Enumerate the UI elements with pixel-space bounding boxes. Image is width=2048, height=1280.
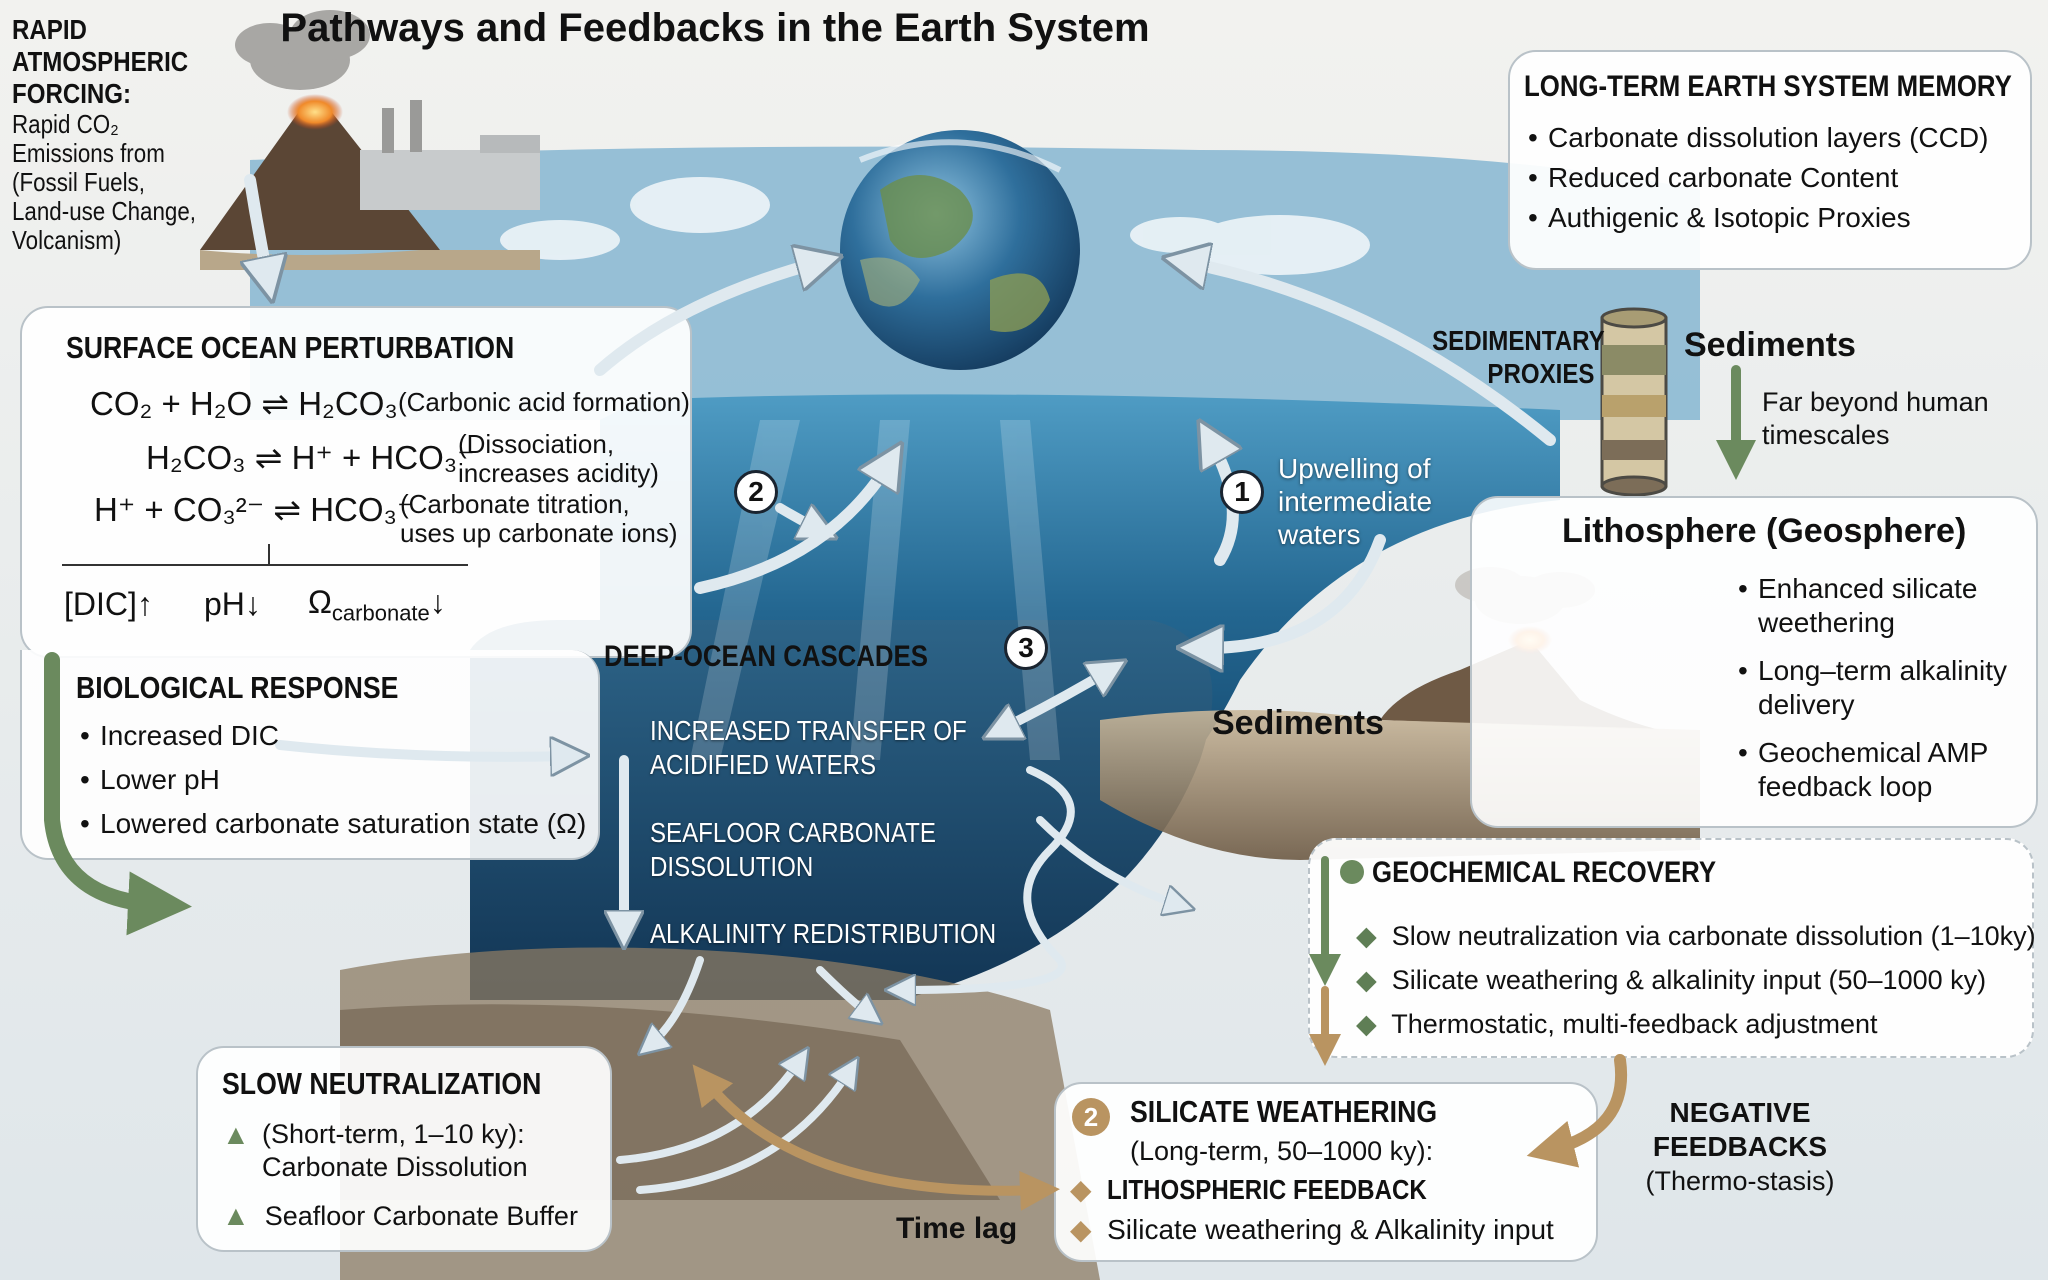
up-arrow-icon: ▲ [222,1119,250,1150]
divider-line [62,564,468,566]
upwelling-line: Upwelling of [1278,453,1431,484]
equation-carbonic-acid: CO₂ + H₂O ⇌ H₂CO₃ [90,385,398,422]
slow-item-1: ▲ (Short-term, 1–10 ky): Carbonate Disso… [222,1118,528,1184]
silicate-list: ◆ LITHOSPHERIC FEEDBACK ◆ Silicate weath… [1070,1170,1554,1250]
marker-2: 2 [734,470,778,514]
slow-neutralization-panel [196,1046,612,1252]
silicate-title: SILICATE WEATHERING [1130,1094,1438,1129]
biological-item: Lower pH [76,758,586,802]
recovery-icon [1340,860,1364,884]
surface-ocean-title: SURFACE OCEAN PERTURBATION [66,330,515,365]
forcing-line-2: Emissions from [12,138,165,168]
silicate-subtitle: (Long-term, 50–1000 ky): [1130,1136,1434,1166]
equation-dissociation: H₂CO₃ ⇌ H⁺ + HCO₃⁻ [146,439,475,476]
surface-ocean-panel [20,306,692,658]
forcing-line-3: (Fossil Fuels, [12,167,145,197]
forcing-heading-3: FORCING: [12,78,132,109]
divider-tick [268,544,270,564]
equation-3-note-line: uses up carbonate ions) [400,518,678,548]
deep-item-transfer: INCREASED TRANSFER OF ACIDIFIED WATERS [650,714,967,782]
biological-response: BIOLOGICAL RESPONSE Increased DIC Lower … [76,670,586,846]
forcing-line-1: Rapid CO₂ [12,109,119,139]
timescale-line: timescales [1762,420,1890,450]
silicate-number-badge: 2 [1072,1098,1110,1136]
biological-item: Lowered carbonate saturation state (Ω) [76,802,586,846]
memory-item: Authigenic & Isotopic Proxies [1524,198,2048,238]
equation-3-note: (Carbonate titration, uses up carbonate … [400,490,678,548]
proxies-line: PROXIES [1486,358,1594,389]
slow-item-line: Carbonate Dissolution [262,1152,528,1182]
sedimentary-proxies-label: SEDIMENTARY PROXIES [1404,324,1605,390]
upwelling-label: Upwelling of intermediate waters [1278,452,1432,551]
equation-1-note: (Carbonic acid formation) [398,387,690,417]
recovery-title: GEOCHEMICAL RECOVERY [1372,856,1717,889]
omega-arrow: ↓ [429,584,446,620]
deep-item-line: DISSOLUTION [650,851,814,882]
time-lag-label: Time lag [896,1212,1018,1245]
memory-title: LONG-TERM EARTH SYSTEM MEMORY [1524,70,2012,103]
memory-content: LONG-TERM EARTH SYSTEM MEMORY Carbonate … [1524,70,2048,238]
negative-title-line: NEGATIVE [1669,1097,1811,1128]
negative-title-line: FEEDBACKS [1652,1131,1828,1162]
page-title-text: Pathways and Feedbacks in the Earth Syst… [280,6,1150,50]
upwelling-line: intermediate [1278,486,1433,517]
omega-symbol: Ω [308,584,332,620]
biological-title: BIOLOGICAL RESPONSE [76,670,399,705]
negative-feedbacks: NEGATIVE FEEDBACKS (Thermo-stasis) [1630,1096,1850,1198]
deep-ocean-title: DEEP-OCEAN CASCADES [604,640,928,673]
proxies-line: SEDIMENTARY [1432,325,1605,356]
silicate-item: ◆ LITHOSPHERIC FEEDBACK [1070,1174,1427,1205]
up-arrow-icon: ▲ [222,1200,250,1231]
equation-2-note-line: (Dissociation, [458,429,615,459]
sediments-label: Sediments [1212,704,1384,742]
slow-neutralization-title: SLOW NEUTRALIZATION [222,1066,542,1101]
memory-item: Reduced carbonate Content [1524,158,2048,198]
equation-3-note-line: (Carbonate titration, [400,489,630,519]
timescale-line: Far beyond human [1762,387,1989,417]
equation-2-note: (Dissociation, increases acidity) [458,430,659,488]
sediments-core-label: Sediments [1684,326,1856,364]
recovery-item: ◆ Slow neutralization via carbonate diss… [1356,921,2036,951]
deep-item-line: SEAFLOOR CARBONATE [650,817,936,848]
deep-item-dissolution: SEAFLOOR CARBONATE DISSOLUTION [650,816,936,884]
slow-item-2: ▲ Seafloor Carbonate Buffer [222,1200,578,1231]
omega-subscript: carbonate [331,600,430,626]
recovery-item: ◆ Thermostatic, multi-feedback adjustmen… [1356,1009,1878,1039]
deep-item-alkalinity: ALKALINITY REDISTRIBUTION [650,918,997,949]
marker-3: 3 [1004,626,1048,670]
deep-item-line: ACIDIFIED WATERS [650,749,877,780]
page-title: Pathways and Feedbacks in the Earth Syst… [0,6,1430,51]
slow-item-line: (Short-term, 1–10 ky): [262,1119,525,1149]
recovery-list: ◆ Slow neutralization via carbonate diss… [1356,914,2036,1046]
silicate-item: ◆ Silicate weathering & Alkalinity input [1070,1214,1554,1245]
timescale-note: Far beyond human timescales [1762,386,1989,452]
ph-indicator: pH↓ [204,586,261,622]
upwelling-line: waters [1278,519,1361,550]
deep-item-line: INCREASED TRANSFER OF [650,715,967,746]
forcing-line-4: Land-use Change, [12,196,196,226]
equation-2-note-line: increases acidity) [458,458,659,488]
marker-1: 1 [1220,470,1264,514]
forcing-heading-1: RAPID [12,14,87,45]
geochemical-recovery-panel [1308,838,2034,1058]
negative-subtitle: (Thermo-stasis) [1645,1166,1835,1196]
lithosphere-title: Lithosphere (Geosphere) [1562,512,1967,550]
forcing-heading-2: ATMOSPHERIC [12,46,189,77]
silicate-weathering-panel [1054,1082,1598,1262]
recovery-item: ◆ Silicate weathering & alkalinity input… [1356,965,1987,995]
memory-item: Carbonate dissolution layers (CCD) [1524,118,2048,158]
equation-titration: H⁺ + CO₃²⁻ ⇌ HCO₃⁻ [94,491,415,528]
omega-indicator: Ωcarbonate↓ [308,584,446,626]
biological-item: Increased DIC [76,714,586,758]
forcing-line-5: Volcanism) [12,225,122,255]
dic-indicator: [DIC]↑ [64,586,153,622]
atmospheric-forcing: RAPID ATMOSPHERIC FORCING: Rapid CO₂ Emi… [12,14,226,255]
